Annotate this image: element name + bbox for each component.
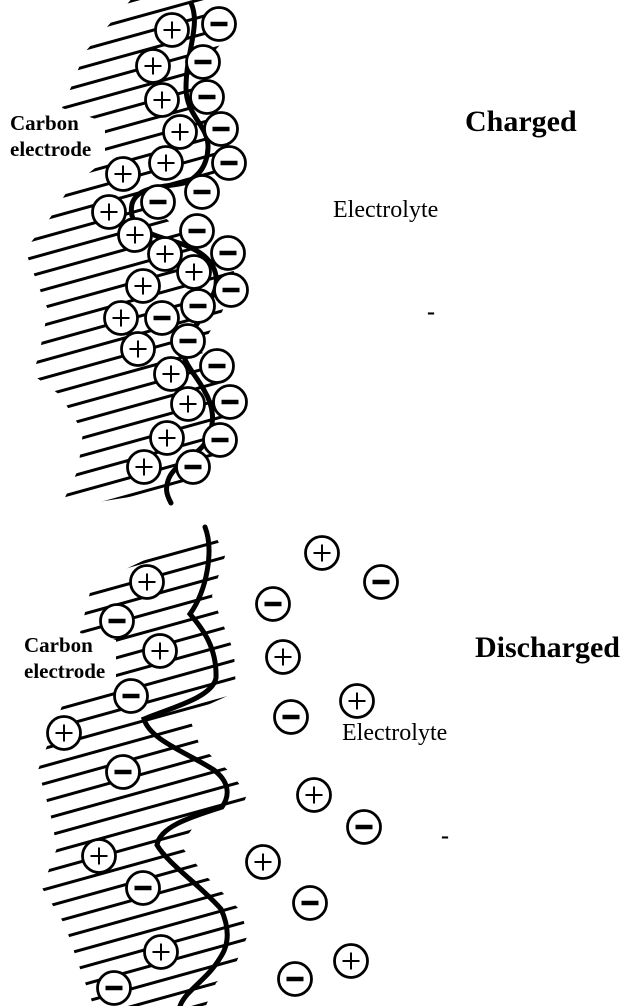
plus-ion <box>162 114 198 150</box>
plus-ion <box>296 777 332 813</box>
plus-ion <box>120 331 156 367</box>
minus-ion <box>113 678 149 714</box>
charged-state-label: Charged <box>465 105 577 138</box>
discharged-ions <box>46 535 399 1006</box>
minus-ion <box>96 970 132 1006</box>
minus-ion <box>211 145 247 181</box>
minus-ion <box>99 603 135 639</box>
plus-ion <box>126 449 162 485</box>
minus-ion <box>175 449 211 485</box>
plus-ion <box>103 300 139 336</box>
minus-ion <box>180 288 216 324</box>
minus-ion <box>105 754 141 790</box>
plus-ion <box>144 82 180 118</box>
discharged-electrode-label: Carbon electrode <box>24 633 106 683</box>
discharged-electrolyte-label: Electrolyte <box>342 720 448 746</box>
discharged-figure <box>38 524 399 1006</box>
plus-ion <box>147 236 183 272</box>
minus-ion <box>189 79 225 115</box>
plus-ion <box>304 535 340 571</box>
plus-ion <box>129 564 165 600</box>
plus-ion <box>125 268 161 304</box>
minus-ion <box>140 184 176 220</box>
charged-electrolyte-label: Electrolyte <box>333 197 439 223</box>
minus-ion <box>202 422 238 458</box>
charged-electrode-label: Carbon electrode <box>10 111 92 161</box>
plus-ion <box>135 48 171 84</box>
minus-ion <box>346 809 382 845</box>
minus-ion <box>199 348 235 384</box>
minus-ion <box>273 699 309 735</box>
plus-ion <box>149 420 185 456</box>
discharged-state-label: Discharged <box>475 631 620 664</box>
plus-ion <box>154 12 190 48</box>
plus-ion <box>117 217 153 253</box>
minus-ion <box>144 300 180 336</box>
minus-ion <box>185 44 221 80</box>
minus-ion <box>212 384 248 420</box>
minus-ion <box>170 323 206 359</box>
plus-ion <box>143 934 179 970</box>
plus-ion <box>153 356 189 392</box>
plus-ion <box>105 156 141 192</box>
minus-ion <box>255 586 291 622</box>
plus-ion <box>170 386 206 422</box>
plus-ion <box>81 838 117 874</box>
charged-ions <box>91 6 249 485</box>
plus-ion <box>148 145 184 181</box>
plus-ion <box>46 715 82 751</box>
minus-ion <box>184 174 220 210</box>
plus-ion <box>245 844 281 880</box>
minus-ion <box>292 885 328 921</box>
discharged-electrode-hatching <box>38 528 247 1006</box>
minus-ion <box>210 235 246 271</box>
discharged-stray-dash: - <box>441 823 449 849</box>
plus-ion <box>265 639 301 675</box>
minus-ion <box>213 272 249 308</box>
charged-stray-dash: - <box>427 299 435 325</box>
plus-ion <box>142 633 178 669</box>
plus-ion <box>91 194 127 230</box>
minus-ion <box>125 870 161 906</box>
plus-ion <box>176 254 212 290</box>
charged-figure <box>25 0 249 508</box>
discharged-interface-line <box>140 524 230 1006</box>
minus-ion <box>277 961 313 997</box>
plus-ion <box>333 943 369 979</box>
plus-ion <box>339 683 375 719</box>
minus-ion <box>363 564 399 600</box>
minus-ion <box>179 213 215 249</box>
minus-ion <box>201 6 237 42</box>
minus-ion <box>203 111 239 147</box>
